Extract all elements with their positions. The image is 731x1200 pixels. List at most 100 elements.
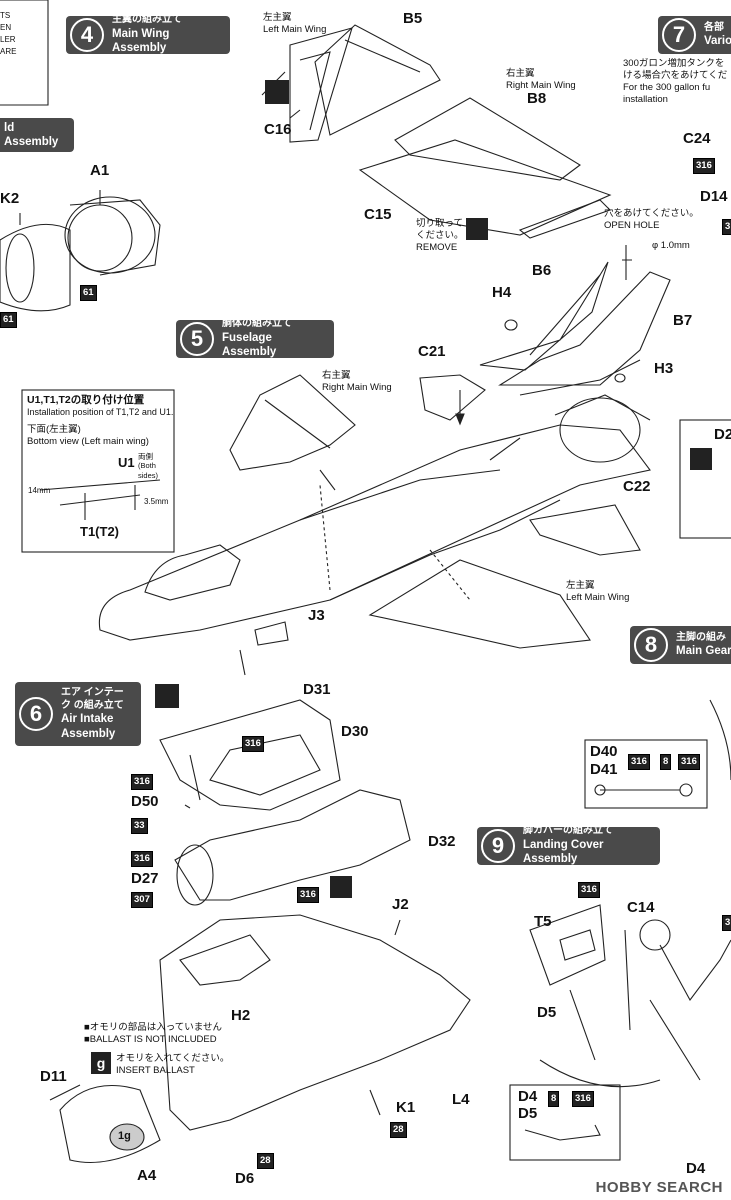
step-7-header: 7 各部 Vario	[658, 16, 731, 54]
paint-code: 316	[578, 882, 600, 898]
paint-mix-icon	[690, 448, 712, 470]
hole-size-note: φ 1.0mm	[652, 240, 690, 251]
part-label-c21: C21	[418, 343, 446, 360]
paint-code: 316	[242, 736, 264, 752]
open-hole-jp: 穴をあけてください。	[604, 208, 699, 219]
install-inset: U1,T1,T2の取り付け位置 Installation position of…	[27, 394, 173, 448]
step-7-title-jp: 各部	[704, 21, 724, 33]
part-label-d2: D2	[714, 426, 731, 443]
part-label-t1: T1(T2)	[80, 524, 119, 539]
part-label-h2: H2	[231, 1007, 251, 1024]
paint-code: 61	[0, 312, 17, 328]
paint-mix-icon	[330, 876, 352, 898]
paint-code: 33	[131, 818, 148, 834]
paint-code: 316	[572, 1091, 594, 1107]
paint-code: 28	[257, 1153, 274, 1169]
paint-code: 316	[131, 774, 153, 790]
step-6-title-jp: エア インテーク の組み立て	[61, 687, 124, 711]
remove-en: REMOVE	[416, 241, 458, 253]
step-3-title-en: ld Assembly	[4, 121, 59, 148]
landing-cover-drawing	[509, 904, 731, 1161]
paint-code: 316	[678, 754, 700, 770]
open-hole-en: OPEN HOLE	[604, 219, 660, 231]
paint-mix-icon	[466, 218, 488, 240]
watermark-logo: HOBBY SEARCH	[595, 1179, 723, 1196]
step-8-header: 8 主脚の組み Main Gear	[630, 626, 731, 664]
step-4-header: 4 主翼の組み立て Main Wing Assembly	[66, 14, 230, 54]
left-wing-note: 左主翼 Left Main Wing	[263, 12, 326, 36]
paint-code: 8	[548, 1091, 560, 1107]
paint-code: 316	[131, 851, 153, 867]
step-7-number: 7	[662, 18, 696, 52]
part-label-a1: A1	[90, 162, 110, 179]
bottom-view-jp: 下面(左主翼)	[27, 424, 81, 436]
step-8-number: 8	[634, 628, 668, 662]
step-6-number: 6	[19, 697, 53, 731]
air-intake-drawing	[159, 699, 411, 906]
part-label-d4-box: D4	[518, 1088, 538, 1105]
left-wing2-jp: 左主翼	[566, 580, 595, 591]
step-9-header: 9 脚カバーの組み立て Landing Cover Assembly	[477, 825, 660, 866]
part-label-u1: U1	[118, 455, 135, 470]
paint-code: 316	[693, 158, 715, 174]
part-label-k2: K2	[0, 190, 20, 207]
ballast-jp: ■オモリの部品は入っていません	[84, 1022, 222, 1033]
weight-value: 1g	[118, 1130, 131, 1142]
part-label-d31: D31	[303, 681, 331, 698]
remove-note: 切り取って ください。 REMOVE	[416, 218, 466, 254]
tail-drawing	[479, 245, 671, 396]
main-wing-drawing	[261, 24, 612, 239]
part-label-d32: D32	[428, 833, 456, 850]
part-label-d5: D5	[537, 1004, 557, 1021]
step-3-header: ld Assembly	[0, 118, 74, 152]
part-label-b5: B5	[403, 10, 423, 27]
part-label-d41: D41	[590, 761, 618, 778]
step-8-title-jp: 主脚の組み	[676, 631, 726, 643]
part-label-h4: H4	[492, 284, 512, 301]
tank-en-1: For the 300 gallon fu	[623, 81, 711, 93]
step-5-header: 5 胴体の組み立て Fuselage Assembly	[176, 318, 334, 358]
part-label-t5: T5	[534, 913, 552, 930]
part-label-d11: D11	[40, 1068, 67, 1085]
left-wing-note-2: 左主翼 Left Main Wing	[566, 580, 629, 604]
step-4-number: 4	[70, 18, 104, 52]
insert-en: INSERT BALLAST	[116, 1064, 195, 1076]
paint-mix-icon	[155, 684, 179, 708]
part-label-c24: C24	[683, 130, 711, 147]
part-label-d30: D30	[341, 723, 369, 740]
ballast-note: ■オモリの部品は入っていません ■BALLAST IS NOT INCLUDED	[84, 1022, 222, 1046]
note-line: EN	[0, 23, 12, 32]
paint-code: 3	[722, 219, 731, 235]
step-9-number: 9	[481, 829, 515, 863]
note-line: ARE	[0, 47, 17, 56]
paint-code: 28	[390, 1122, 407, 1138]
insert-jp: オモリを入れてください。	[116, 1053, 230, 1064]
part-label-a4: A4	[137, 1167, 157, 1184]
right-wing-note: 右主翼 Right Main Wing	[506, 68, 576, 92]
dim-3-5mm: 3.5mm	[144, 497, 169, 506]
install-subtitle: Installation position of T1,T2 and U1.	[27, 407, 174, 418]
right-wing-jp: 右主翼	[506, 68, 535, 79]
paint-code: 3	[722, 915, 731, 931]
left-wing2-en: Left Main Wing	[566, 591, 630, 603]
note-line: TS	[0, 11, 11, 20]
part-label-j3: J3	[308, 607, 325, 624]
step-5-number: 5	[180, 322, 214, 356]
step-9-title-en: Landing Cover Assembly	[523, 838, 604, 866]
part-label-d50: D50	[131, 793, 159, 810]
part-label-c16: C16	[264, 121, 292, 138]
paint-mix-icon	[265, 80, 289, 104]
left-wing-en: Left Main Wing	[263, 23, 327, 35]
weight-icon: g	[91, 1052, 111, 1074]
part-label-b8: B8	[527, 90, 547, 107]
ballast-en: ■BALLAST IS NOT INCLUDED	[84, 1033, 217, 1045]
note-line: LER	[0, 35, 16, 44]
right-wing-en: Right Main Wing	[506, 79, 576, 91]
paint-code: 316	[628, 754, 650, 770]
install-title: U1,T1,T2の取り付け位置	[27, 394, 145, 406]
part-label-b7: B7	[673, 312, 693, 329]
step-5-title-jp: 胴体の組み立て	[222, 318, 292, 330]
part-label-b6: B6	[532, 262, 552, 279]
part-label-k1: K1	[396, 1099, 416, 1116]
